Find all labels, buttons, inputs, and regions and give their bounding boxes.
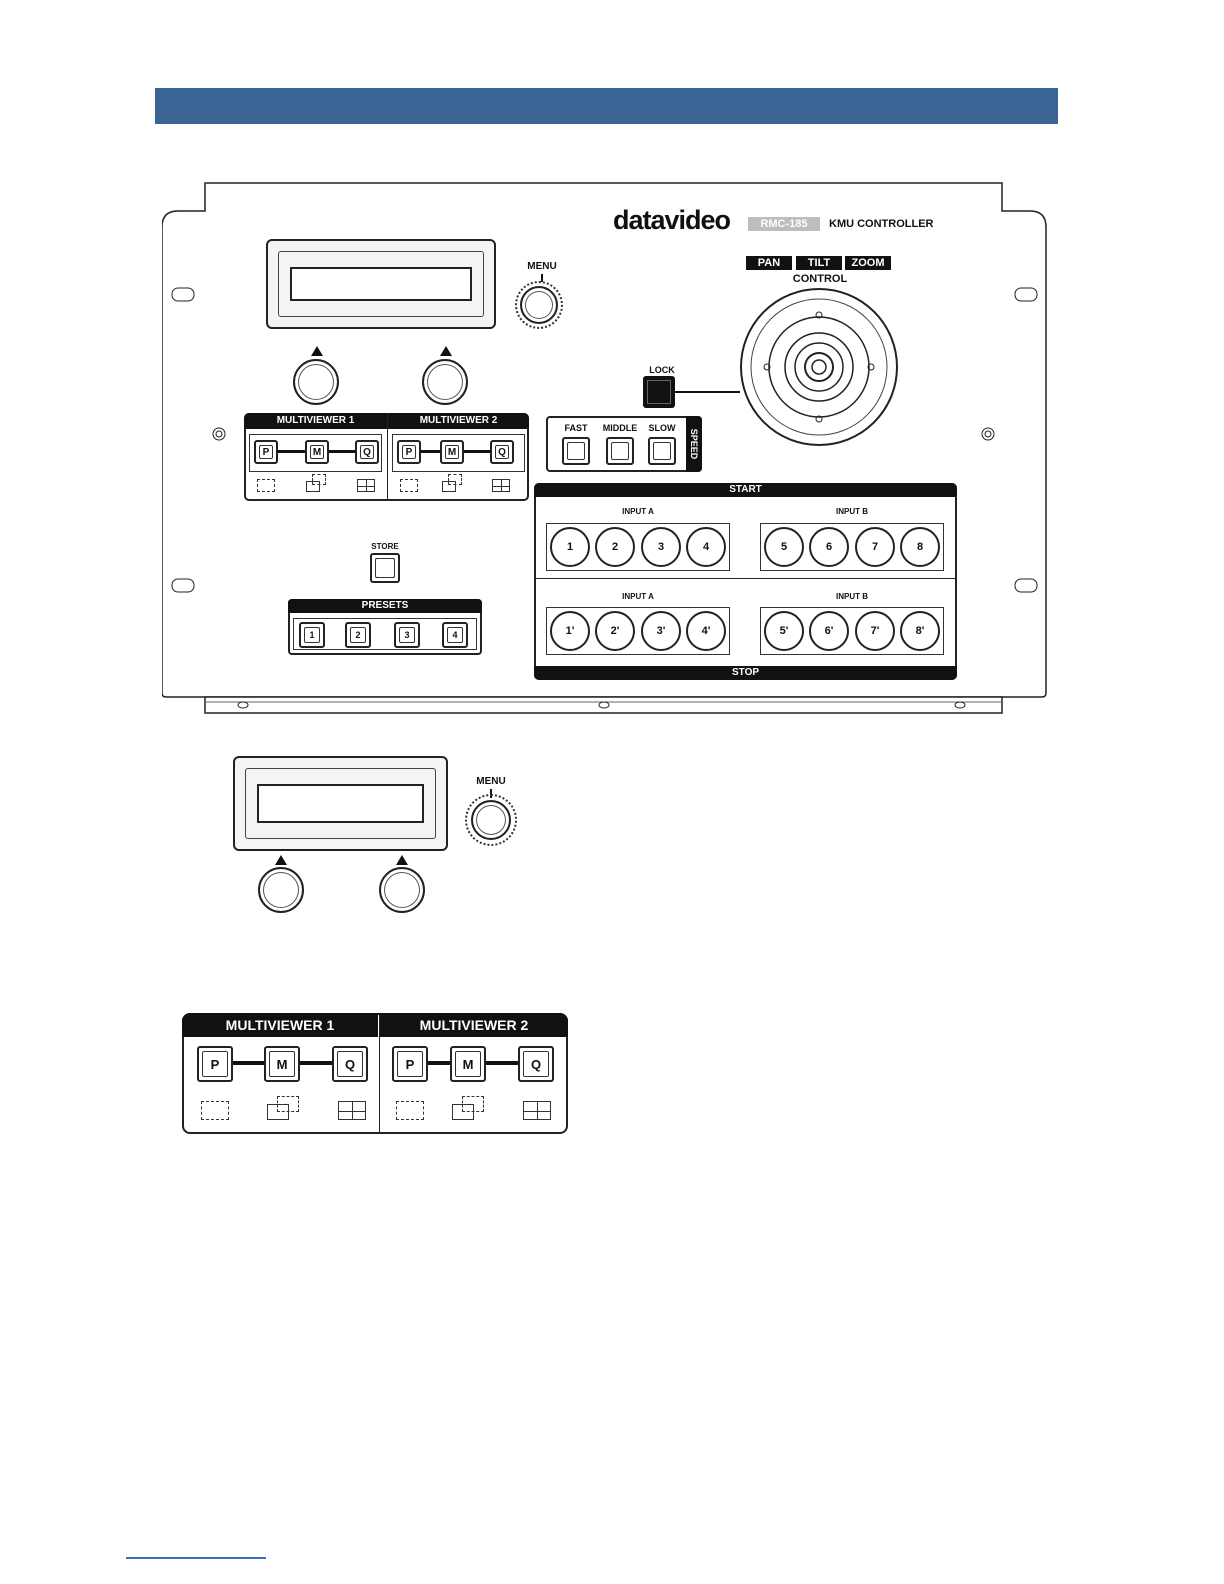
start-input-4-button[interactable]: 4 <box>686 527 726 567</box>
tab-tilt: TILT <box>796 256 842 270</box>
multiviewer-1-title-detail: MULTIVIEWER 1 <box>182 1013 378 1037</box>
brand-logo: datavideo <box>613 205 730 236</box>
pip-layout-icon <box>452 1104 474 1120</box>
section-header-bar <box>155 88 1058 124</box>
stop-input-5-button[interactable]: 5' <box>764 611 804 651</box>
start-input-1-button[interactable]: 1 <box>550 527 590 567</box>
pip-layout-icon <box>267 1104 289 1120</box>
quad-layout-icon <box>338 1101 366 1120</box>
start-input-b-label: INPUT B <box>822 507 882 516</box>
multiviewer-1-title: MULTIVIEWER 1 <box>244 413 387 429</box>
joystick[interactable] <box>737 285 901 449</box>
mv1-m-button[interactable]: M <box>305 440 329 464</box>
presets-title: PRESETS <box>288 599 482 613</box>
start-input-7-button[interactable]: 7 <box>855 527 895 567</box>
start-input-a-label: INPUT A <box>608 507 668 516</box>
up-arrow-icon <box>311 346 323 356</box>
menu-knob-detail[interactable] <box>471 800 511 840</box>
single-layout-icon <box>396 1101 424 1120</box>
left-adjust-knob-detail[interactable] <box>258 867 304 913</box>
mv2-m-button[interactable]: M <box>440 440 464 464</box>
mv1-p-button[interactable]: P <box>254 440 278 464</box>
stop-input-b-label: INPUT B <box>822 592 882 601</box>
quad-layout-icon <box>523 1101 551 1120</box>
speed-fast-button[interactable] <box>562 437 590 465</box>
stop-title: STOP <box>534 666 957 680</box>
lcd-display <box>266 239 496 329</box>
right-adjust-knob[interactable] <box>422 359 468 405</box>
store-button[interactable] <box>370 553 400 583</box>
mv1-q-button-detail[interactable]: Q <box>332 1046 368 1082</box>
pip-layout-icon <box>306 481 320 492</box>
speed-middle-button[interactable] <box>606 437 634 465</box>
mv2-m-button-detail[interactable]: M <box>450 1046 486 1082</box>
store-label: STORE <box>362 542 408 551</box>
single-layout-icon <box>400 479 418 492</box>
mv2-p-button[interactable]: P <box>397 440 421 464</box>
pip-layout-icon <box>442 481 456 492</box>
footer-rule <box>126 1557 266 1559</box>
tab-pan: PAN <box>746 256 792 270</box>
controller-front-panel: datavideo RMC-185 KMU CONTROLLER MENU PA… <box>162 181 1047 715</box>
mv1-m-button-detail[interactable]: M <box>264 1046 300 1082</box>
speed-title: SPEED <box>688 416 700 472</box>
preset-2-button[interactable]: 2 <box>345 622 371 648</box>
mv2-p-button-detail[interactable]: P <box>392 1046 428 1082</box>
quad-layout-icon <box>357 479 375 492</box>
single-layout-icon <box>201 1101 229 1120</box>
single-layout-icon <box>257 479 275 492</box>
mv2-q-button[interactable]: Q <box>490 440 514 464</box>
multiviewer-2-title-detail: MULTIVIEWER 2 <box>380 1013 568 1037</box>
model-badge: RMC-185 <box>748 217 820 231</box>
left-adjust-knob[interactable] <box>293 359 339 405</box>
stop-input-8-button[interactable]: 8' <box>900 611 940 651</box>
start-input-5-button[interactable]: 5 <box>764 527 804 567</box>
stop-input-1-button[interactable]: 1' <box>550 611 590 651</box>
up-arrow-icon <box>396 855 408 865</box>
stop-input-3-button[interactable]: 3' <box>641 611 681 651</box>
up-arrow-icon <box>275 855 287 865</box>
quad-layout-icon <box>492 479 510 492</box>
preset-3-button[interactable]: 3 <box>394 622 420 648</box>
speed-fast-label: FAST <box>552 423 600 433</box>
stop-input-a-label: INPUT A <box>608 592 668 601</box>
menu-label-detail: MENU <box>468 776 514 787</box>
control-label: CONTROL <box>778 273 862 285</box>
stop-input-7-button[interactable]: 7' <box>855 611 895 651</box>
stop-input-4-button[interactable]: 4' <box>686 611 726 651</box>
stop-input-6-button[interactable]: 6' <box>809 611 849 651</box>
mv2-q-button-detail[interactable]: Q <box>518 1046 554 1082</box>
mv1-q-button[interactable]: Q <box>355 440 379 464</box>
menu-label: MENU <box>520 261 564 272</box>
mv1-p-button-detail[interactable]: P <box>197 1046 233 1082</box>
preset-4-button[interactable]: 4 <box>442 622 468 648</box>
lcd-display-detail <box>233 756 448 851</box>
menu-knob[interactable] <box>520 286 558 324</box>
start-input-8-button[interactable]: 8 <box>900 527 940 567</box>
preset-1-button[interactable]: 1 <box>299 622 325 648</box>
lock-button[interactable] <box>643 376 675 408</box>
start-input-6-button[interactable]: 6 <box>809 527 849 567</box>
lock-label: LOCK <box>639 365 685 375</box>
multiviewer-2-title: MULTIVIEWER 2 <box>388 413 529 429</box>
start-input-2-button[interactable]: 2 <box>595 527 635 567</box>
speed-slow-button[interactable] <box>648 437 676 465</box>
tab-zoom: ZOOM <box>845 256 891 270</box>
start-input-3-button[interactable]: 3 <box>641 527 681 567</box>
start-title: START <box>534 483 957 497</box>
product-name: KMU CONTROLLER <box>829 217 934 231</box>
stop-input-2-button[interactable]: 2' <box>595 611 635 651</box>
speed-slow-label: SLOW <box>638 423 686 433</box>
up-arrow-icon <box>440 346 452 356</box>
right-adjust-knob-detail[interactable] <box>379 867 425 913</box>
